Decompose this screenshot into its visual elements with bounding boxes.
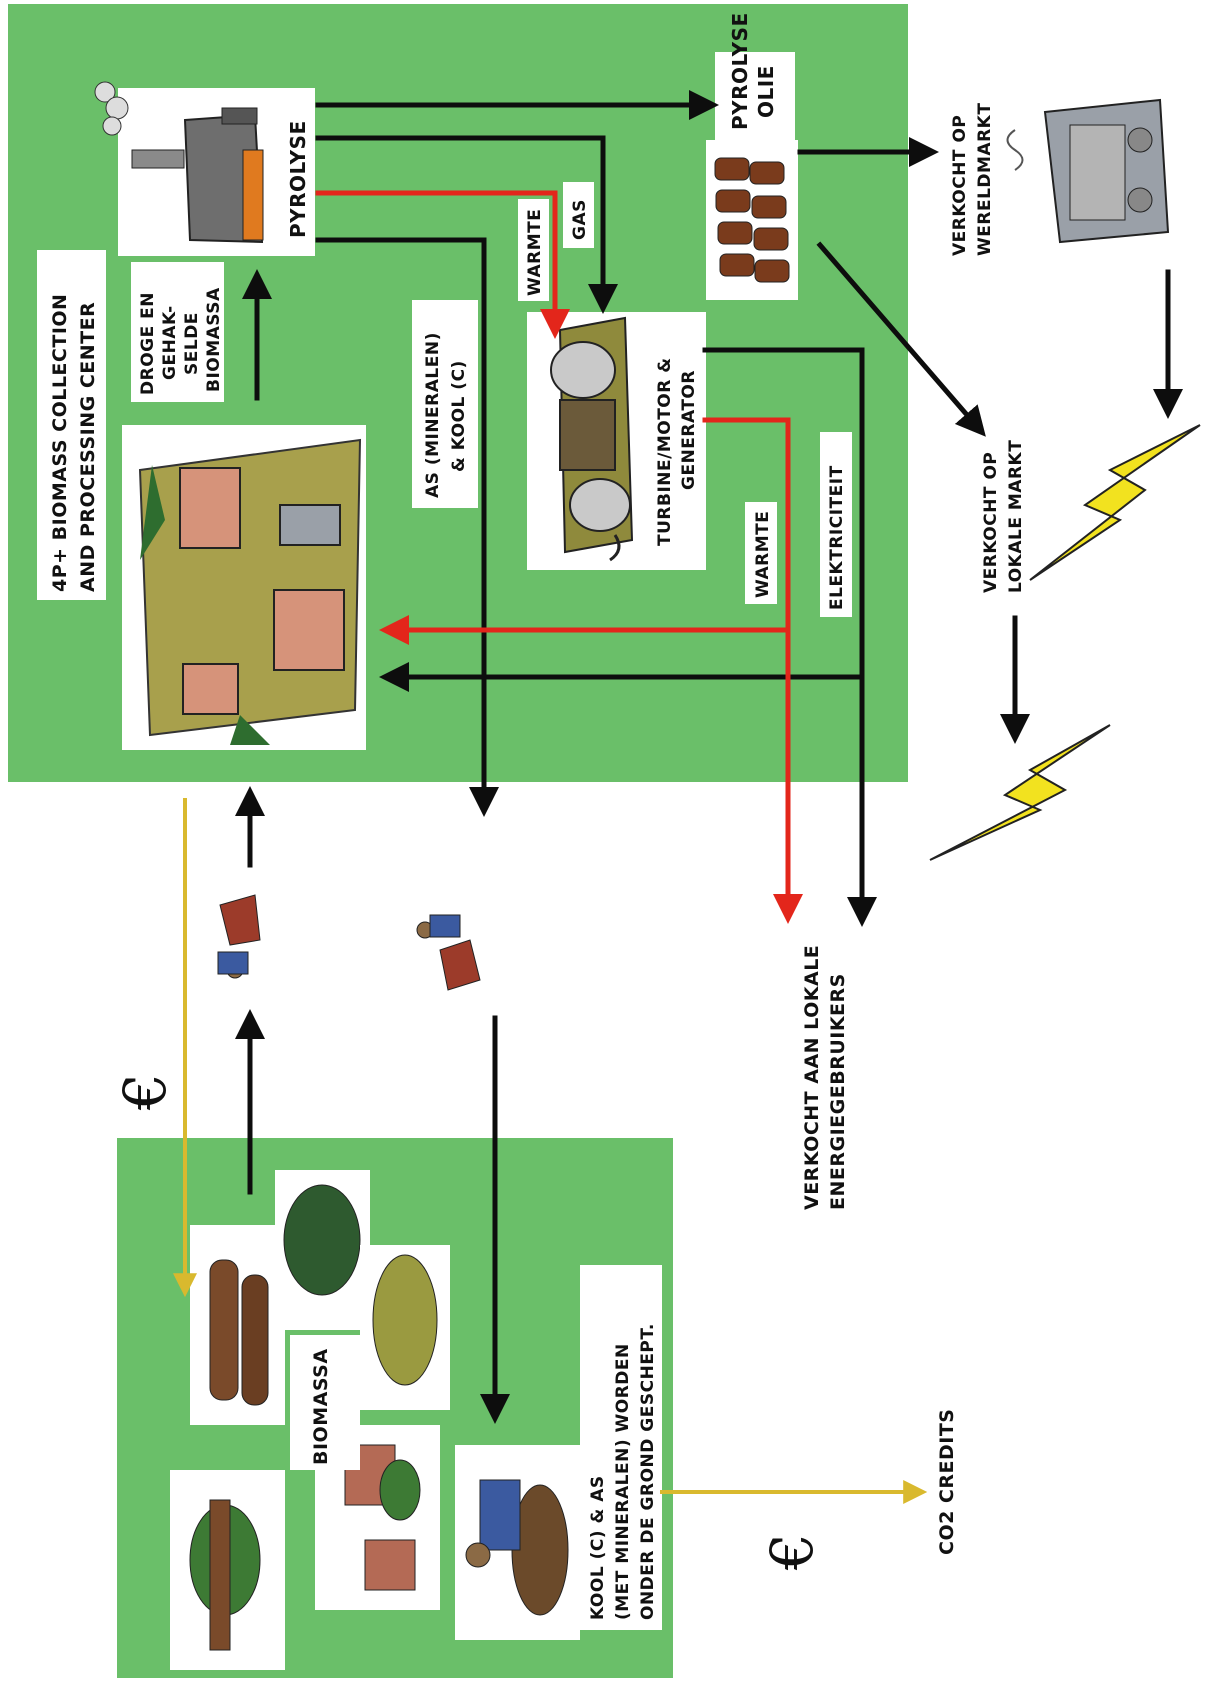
as-kool-label-2: & KOOL (C) [449,360,469,472]
lokale-markt-label-2: LOKALE MARKT [1006,440,1026,593]
pyrolyse-label-box [283,96,315,246]
lokale-energie-label-2: ENERGIEGEBRUIKERS [827,973,849,1210]
gas-label: GAS [570,199,590,240]
droge-label-3: SELDE [182,312,202,375]
as-kool-label-box [412,300,478,508]
pyrolyse-olie-label-1: PYROLYSE [728,12,752,130]
turbine-label-1: TURBINE/MOTOR & [655,357,675,546]
turbine-generator-icon [527,312,644,570]
elektriciteit-label-box [820,432,852,617]
gas-label-box [563,182,594,248]
arrow-warmte-pyrolyse-to-turbine [315,190,570,339]
wheelbarrow-worker-icon [195,880,275,995]
biomassa-label: BIOMASSA [310,1348,332,1465]
euro-symbol: € [111,1073,179,1111]
pyrolysis-plant-icon [94,81,315,256]
droge-label-4: BIOMASSA [204,287,224,392]
wereldmarkt-label-2: WERELDMARKT [975,103,995,256]
center-label-box [37,250,106,600]
droge-label-1: DROGE EN [138,292,158,395]
droge-label-box [131,262,224,402]
arrow-pyrolyse-gas-to-turbine [315,135,618,314]
kool-as-label-box [580,1265,662,1630]
arrow-warmte-to-users [702,417,803,924]
as-kool-label-1: AS (MINERALEN) [423,332,443,498]
kool-as-label-1: KOOL (C) & AS [588,1475,608,1620]
wheelbarrow-worker-icon [415,895,493,1005]
center-label-1: 4P+ BIOMASS COLLECTION [49,294,71,592]
kool-as-label-3: ONDER DE GROND GESCHEPT. [638,1323,658,1620]
lightning-bolt-icon [929,724,1111,861]
warmte-mid-label: WARMTE [753,511,773,598]
kool-as-label-2: (MET MINERALEN) WORDEN [613,1343,633,1620]
pyrolyse-olie-label-2: OLIE [754,65,778,118]
euro-symbol: € [758,1533,826,1571]
biomassa-label-box [290,1335,360,1470]
warmte-mid-label-box [745,502,777,604]
lokale-energie-label-1: VERKOCHT AAN LOKALE [801,945,823,1210]
arrow-pyrolyse-to-as [315,237,499,817]
center-label-2: AND PROCESSING CENTER [77,302,99,592]
lokale-markt-label-1: VERKOCHT OP [981,452,1001,593]
warmte-top-label: WARMTE [525,209,545,296]
arrow-elektriciteit-to-users [702,347,877,927]
pyrolyse-olie-label-box [715,52,795,140]
oil-barrels-icon [706,140,798,300]
elektriciteit-label: ELEKTRICITEIT [827,465,847,610]
wereldmarkt-label-1: VERKOCHT OP [950,115,970,256]
turbine-label-box [644,312,706,570]
cargo-ship-icon [1006,98,1170,244]
warmte-top-label-box [518,199,549,301]
farmer-digging-icon [455,1445,580,1640]
arrow-olie-to-lokale-markt [816,241,986,437]
turbine-label-2: GENERATOR [679,370,699,490]
lightning-bolt-icon [1029,424,1201,581]
droge-label-2: GEHAK- [160,305,180,380]
co2-credits-label: CO2 CREDITS [936,1409,958,1555]
processing-center-village-icon [122,425,366,750]
pyrolyse-label: PYROLYSE [286,120,310,238]
